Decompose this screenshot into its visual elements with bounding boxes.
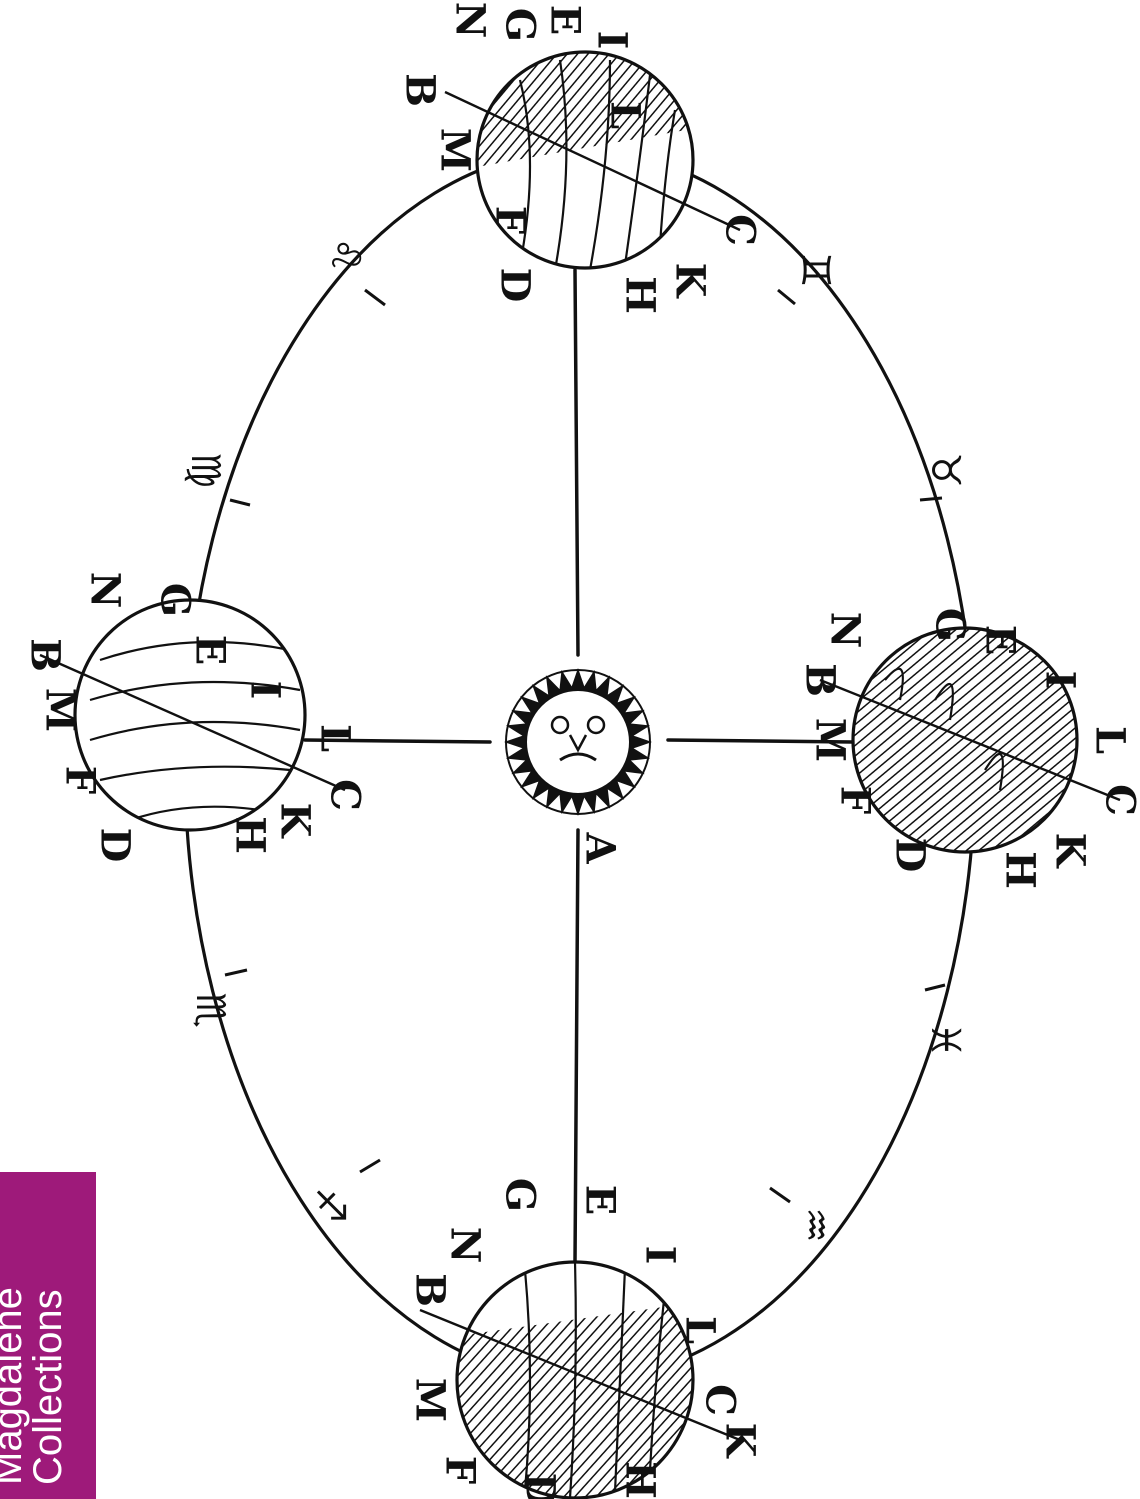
- zodiac-sign: ♊: [792, 252, 838, 288]
- globe-letter: N: [82, 572, 129, 609]
- globe-letter: I: [637, 1246, 684, 1265]
- zodiac-sign: ♍: [182, 452, 228, 488]
- globe-letter: F: [437, 1456, 484, 1484]
- globe-letter: K: [717, 1423, 764, 1459]
- globe-letter: L: [312, 724, 359, 752]
- orbit-tick: [360, 1160, 380, 1172]
- orbit-tick: [365, 290, 385, 305]
- globe-letter: C: [697, 1384, 744, 1416]
- globe-letter: H: [617, 276, 664, 314]
- globe-letter: N: [822, 612, 869, 649]
- brand-line-1: Magdalene: [0, 1172, 28, 1485]
- zodiac-sign: ♏: [187, 992, 233, 1028]
- globe-letter: H: [227, 816, 274, 854]
- globe-letter: D: [517, 1473, 564, 1499]
- globe-letter: G: [152, 583, 199, 617]
- globe-letter: F: [57, 766, 104, 794]
- orbit-tick: [778, 290, 795, 304]
- globe-letter: M: [807, 718, 854, 762]
- brand-line-2: Collections: [28, 1172, 68, 1485]
- globe-letter: K: [1047, 833, 1094, 869]
- magdalene-collections-badge: Magdalene Collections: [0, 1172, 96, 1499]
- orbit-tick: [230, 500, 250, 505]
- zodiac-sign: ♉: [922, 452, 968, 488]
- globe-letter: M: [407, 1378, 454, 1422]
- spoke-top: [575, 270, 578, 655]
- globe-letter: C: [322, 779, 369, 811]
- sun: [504, 668, 652, 816]
- zodiac-sign: ♓: [922, 1022, 968, 1058]
- globe-letter: E: [542, 5, 589, 36]
- globe-letter: I: [1037, 671, 1084, 690]
- globe-letter: G: [927, 608, 974, 642]
- globe-letter: F: [832, 786, 879, 814]
- globe-letter: D: [887, 838, 934, 873]
- globe-letter: M: [37, 688, 84, 732]
- globe-letter: M: [432, 128, 479, 172]
- globe-letter: L: [677, 1316, 724, 1344]
- globe-letter: L: [602, 101, 649, 129]
- sun-label: A: [577, 831, 624, 864]
- globe-letter: L: [1087, 726, 1134, 754]
- orbit-tick: [920, 498, 942, 500]
- globe-right: [820, 625, 1120, 855]
- globe-letter: B: [397, 73, 444, 107]
- globe-letter: F: [487, 206, 534, 234]
- globe-letter: G: [497, 8, 544, 42]
- zodiac-sign: ♒: [792, 1207, 838, 1243]
- orbit-tick: [770, 1188, 790, 1202]
- orbit-tick: [925, 985, 945, 990]
- zodiac-sign: ♌: [322, 237, 368, 273]
- globe-letter: D: [92, 828, 139, 863]
- globe-letter: B: [22, 638, 69, 672]
- globe-letter: H: [997, 851, 1044, 889]
- globe-letter: K: [667, 263, 714, 299]
- globe-letter: B: [797, 663, 844, 697]
- globe-letter: C: [1097, 784, 1140, 816]
- orbit-tick: [225, 970, 247, 975]
- globe-letter: N: [447, 2, 494, 39]
- globe-letter: N: [442, 1227, 489, 1264]
- globe-letter: I: [242, 681, 289, 700]
- globe-letter: K: [272, 803, 319, 839]
- globe-letter: D: [492, 268, 539, 303]
- zodiac-sign: ♐: [307, 1187, 353, 1223]
- globe-letter: E: [977, 625, 1024, 656]
- globe-letter: H: [617, 1461, 664, 1499]
- globe-letter: I: [589, 31, 636, 50]
- globe-letter: E: [577, 1185, 624, 1216]
- globe-letter: C: [717, 214, 764, 246]
- globe-letter: G: [497, 1178, 544, 1212]
- globe-letter: B: [407, 1273, 454, 1307]
- globe-letter: E: [187, 635, 234, 666]
